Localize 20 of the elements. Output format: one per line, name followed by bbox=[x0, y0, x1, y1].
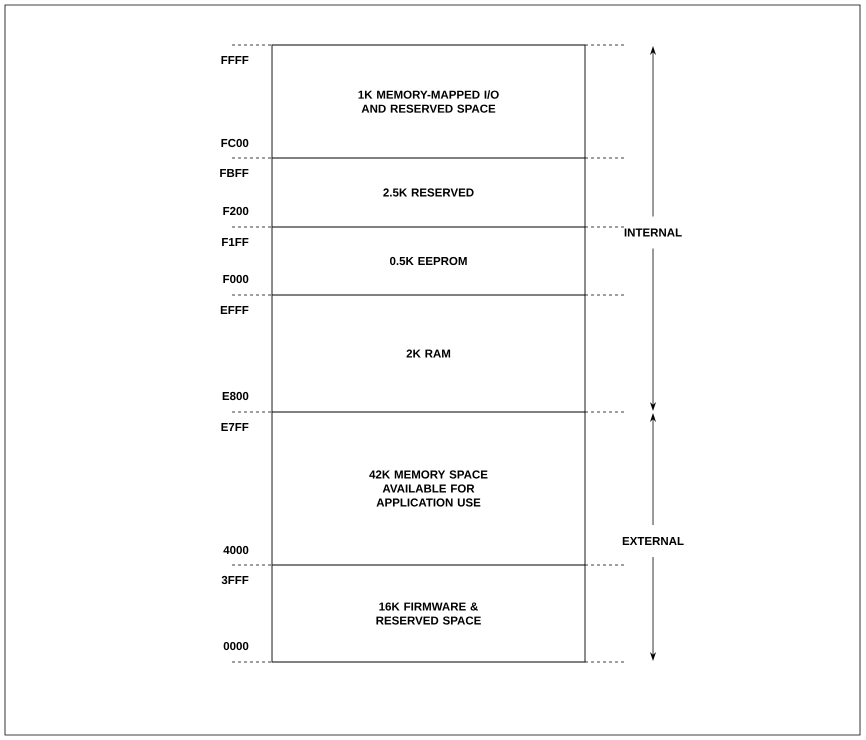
address-label: 0000 bbox=[224, 642, 248, 650]
address-label: F000 bbox=[223, 274, 248, 284]
address-label: E800 bbox=[222, 392, 248, 400]
memory-region: 2.5K RESERVED bbox=[272, 158, 586, 228]
memory-region: 16K FIRMWARE & RESERVED SPACE bbox=[272, 564, 586, 662]
memory-region: 1K MEMORY-MAPPED I/O AND RESERVED SPACE bbox=[272, 44, 586, 158]
range-label: INTERNAL bbox=[624, 228, 682, 236]
address-label: FFFF bbox=[221, 56, 248, 64]
address-label: EFFF bbox=[220, 306, 248, 314]
address-label: FC00 bbox=[221, 138, 248, 148]
address-label: F200 bbox=[223, 206, 248, 216]
address-label: 3FFF bbox=[222, 576, 248, 584]
address-label: F1FF bbox=[222, 238, 248, 246]
range-label: EXTERNAL bbox=[622, 537, 684, 545]
memory-region: 0.5K EEPROM bbox=[272, 226, 586, 296]
address-label: FBFF bbox=[220, 169, 248, 177]
address-label: 4000 bbox=[223, 546, 248, 554]
memory-region: 42K MEMORY SPACE AVAILABLE FOR APPLICATION USE bbox=[272, 412, 586, 566]
memory-region: 2K RAM bbox=[272, 294, 586, 412]
address-label: E7FF bbox=[221, 423, 248, 431]
